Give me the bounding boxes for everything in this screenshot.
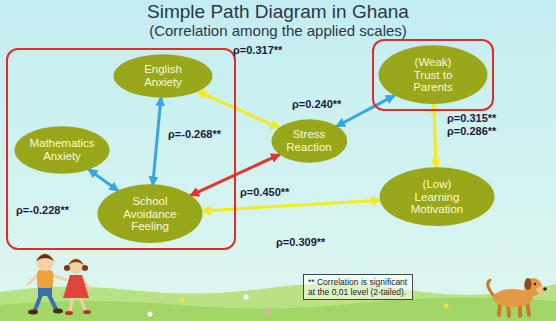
scale-name: (Low) Learning Motivation bbox=[406, 178, 468, 217]
scale-name: Stress Reaction bbox=[283, 128, 335, 154]
correlation-value: ρ=-0.228** bbox=[16, 204, 69, 217]
scale-name: Mathematics Anxiety bbox=[28, 137, 96, 163]
scale-name: (Weak) Trust to Parents bbox=[405, 56, 461, 95]
correlation-value: ρ=-0.268** bbox=[168, 128, 221, 141]
correlation-arrow bbox=[153, 97, 161, 185]
correlation-arrow bbox=[197, 91, 279, 128]
ellipse-fill bbox=[271, 119, 347, 163]
scale-ellipse: Stress Reaction bbox=[271, 119, 348, 163]
group-frame: English AnxietyMathematics AnxietySchool… bbox=[6, 48, 236, 250]
ellipse-fill bbox=[380, 168, 495, 227]
correlation-value: ρ=0.240** bbox=[292, 98, 341, 111]
scale-ellipse: School Avoidance Feeling bbox=[97, 184, 203, 243]
significance-note: ** Correlation is significant at the 0,0… bbox=[303, 274, 413, 300]
group-frame: (Weak) Trust to Parents bbox=[372, 39, 494, 110]
correlation-value: ρ=0.309** bbox=[276, 236, 325, 249]
scale-ellipse: (Weak) Trust to Parents bbox=[378, 45, 488, 104]
correlation-arrow bbox=[336, 95, 395, 126]
ellipse-fill bbox=[14, 126, 109, 174]
children-illustration bbox=[28, 253, 91, 315]
ellipse-fill bbox=[114, 54, 213, 98]
correlation-value: ρ=0.315** ρ=0.286** bbox=[447, 112, 496, 137]
scale-ellipse: Mathematics Anxiety bbox=[14, 126, 110, 174]
diagram-title: Simple Path Diagram in Ghana bbox=[0, 2, 556, 23]
subtitle: (Correlation among the applied scales) bbox=[0, 23, 556, 40]
scale-name: School Avoidance Feeling bbox=[121, 195, 179, 234]
correlation-arrow bbox=[202, 200, 381, 211]
scale-ellipse: English Anxiety bbox=[113, 54, 213, 98]
ellipse-fill bbox=[98, 185, 203, 244]
ellipse-fill bbox=[379, 46, 488, 105]
correlation-arrow bbox=[434, 104, 436, 169]
scale-ellipse: (Low) Learning Motivation bbox=[379, 167, 495, 226]
correlation-value: ρ=0.450** bbox=[240, 186, 289, 199]
correlation-value: ρ=0.317** bbox=[233, 44, 282, 57]
correlation-arrow bbox=[88, 169, 118, 191]
scale-name: English Anxiety bbox=[133, 63, 193, 89]
dog-illustration bbox=[488, 278, 547, 316]
